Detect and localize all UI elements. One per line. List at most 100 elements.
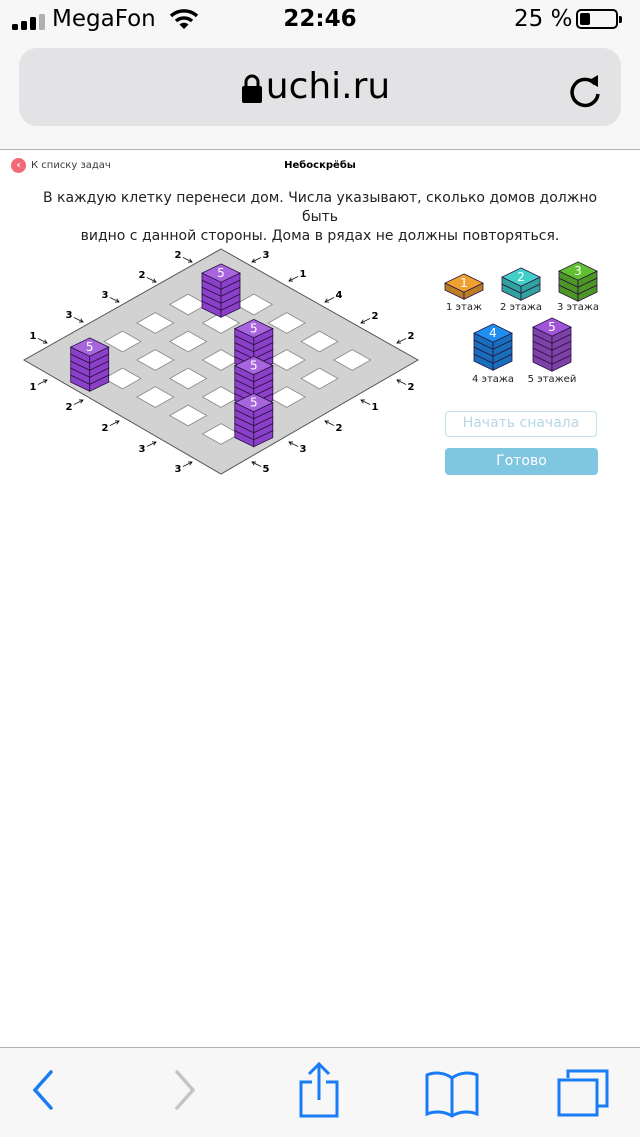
board-cell[interactable] [234,293,274,316]
board-cell[interactable] [168,404,208,427]
placed-house[interactable]: 5 [69,337,110,392]
clue-top-right: 3 [251,250,270,263]
clue-top-right: 2 [360,311,379,324]
clue-arrow [360,399,371,405]
palette-house-5[interactable]: 5 [532,317,572,372]
board-cell[interactable] [201,423,241,445]
signal-strength-icon [12,14,45,30]
placed-house[interactable]: 5 [233,392,274,448]
browser-address-bar: uchi.ru [0,40,640,150]
clue-arrow [73,317,84,323]
house-floor-number: 5 [250,396,258,410]
clue-arrow [146,277,157,283]
url-text: uchi.ru [265,66,391,107]
clue-top-left: 3 [102,290,120,303]
clue-arrow-head [187,461,193,466]
clue-arrow-head [251,461,257,466]
clue-number: 4 [336,290,343,301]
url-field[interactable]: uchi.ru [19,48,621,126]
tabs-icon[interactable] [556,1068,610,1118]
clue-arrow-head [288,277,294,282]
clue-arrow [182,461,193,467]
clue-arrow [182,257,193,263]
board-cell[interactable] [136,349,175,371]
board-cell[interactable] [103,367,142,390]
clue-arrow-head [288,441,294,446]
clue-number: 2 [336,423,343,434]
clue-bottom-right: 3 [288,441,307,455]
clue-number: 1 [30,382,37,393]
status-bar: MegaFon 22:46 25 % [0,0,640,40]
clue-arrow-head [114,298,120,303]
palette-label-4: 4 этажа [471,374,515,385]
clue-top-right: 4 [324,290,343,303]
clue-arrow [73,399,84,405]
clue-arrow [288,441,299,447]
board-cell[interactable] [136,386,175,408]
clue-bottom-left: 3 [139,441,157,455]
clue-number: 3 [263,250,270,261]
clue-bottom-left: 2 [66,399,84,413]
placed-house[interactable]: 5 [201,263,241,318]
board-cell[interactable] [267,386,306,408]
board-cell[interactable] [333,349,372,371]
board-cell[interactable] [168,293,208,316]
clue-number: 1 [372,402,379,413]
board-cell[interactable] [300,367,339,390]
board-cell[interactable] [201,312,241,334]
clue-top-left: 3 [66,310,84,323]
palette-house-2[interactable]: 2 [501,267,541,301]
clue-arrow [146,441,157,447]
palette-label-3: 3 этажа [556,302,600,313]
chevron-left-icon: ‹ [11,158,26,173]
clue-arrow-head [360,399,366,404]
back-arrow-icon[interactable] [30,1068,56,1112]
reload-icon[interactable] [567,70,603,110]
board-cell[interactable] [168,330,208,353]
board-cell[interactable] [136,312,175,334]
board-cell[interactable] [300,330,339,353]
instructions-line-1: В каждую клетку перенеси дом. Числа указ… [42,190,598,225]
clue-arrow-head [42,379,48,384]
clue-number: 2 [139,270,146,281]
palette-house-1[interactable]: 1 [444,273,484,300]
board-cell[interactable] [201,349,241,371]
clue-arrow-head [151,278,157,283]
done-button[interactable]: Готово [445,448,598,475]
clue-top-left: 1 [30,331,48,344]
battery-percent: 25 % [514,6,573,32]
clue-arrow-head [360,319,366,324]
palette-house-4[interactable]: 4 [473,323,513,371]
clue-arrow [109,297,120,303]
clue-arrow-head [187,258,193,263]
bookmarks-icon[interactable] [424,1070,480,1118]
clue-top-left: 2 [139,270,157,283]
clue-bottom-right: 5 [251,461,270,475]
clue-bottom-left: 3 [175,461,193,475]
clue-arrow [37,338,48,344]
clue-number: 2 [175,250,182,261]
back-to-tasks-link[interactable]: ‹ К списку задач [11,158,111,173]
placed-house[interactable]: 5 [233,355,274,411]
clue-number: 5 [263,464,270,475]
board-cell[interactable] [267,349,306,371]
palette-label-5: 5 этажей [527,374,577,385]
restart-button[interactable]: Начать сначала [445,411,597,437]
board-cell[interactable] [103,330,142,353]
forward-arrow-icon[interactable] [172,1068,198,1112]
clue-bottom-left: 2 [102,420,120,434]
share-icon[interactable] [298,1062,340,1118]
task-instructions: В каждую клетку перенеси дом. Числа указ… [40,189,600,246]
clue-arrow-head [324,420,330,425]
palette-label-2: 2 этажа [499,302,543,313]
house-floor-number: 5 [86,340,94,354]
board-cell[interactable] [168,367,208,390]
palette-house-3[interactable]: 3 [558,261,598,302]
house-floor-number: 3 [574,264,582,278]
clue-number: 1 [30,331,37,342]
board-cell[interactable] [201,386,241,408]
clue-arrow-head [396,339,402,344]
clue-number: 1 [300,269,307,280]
board-cell[interactable] [267,312,306,334]
